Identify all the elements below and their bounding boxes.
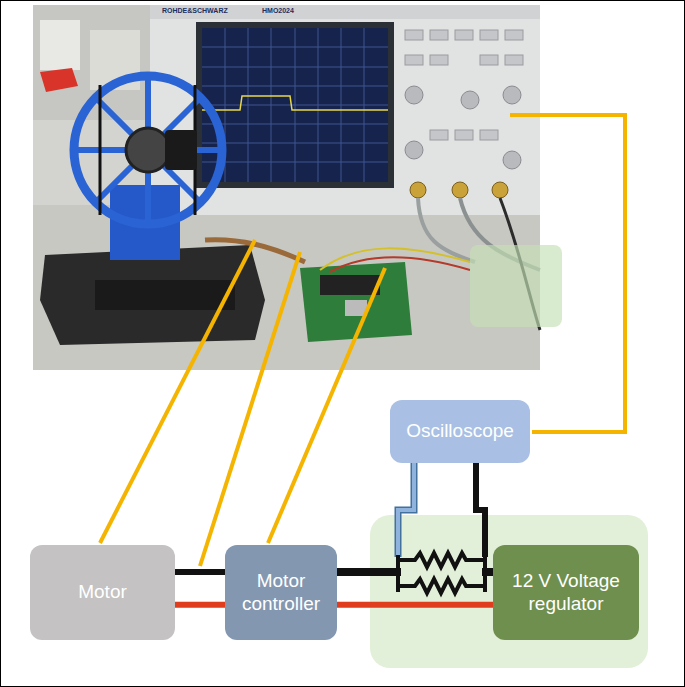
- node-text: 12 V Voltage regulator: [501, 570, 631, 616]
- brand-label: ROHDE&SCHWARZ: [162, 7, 228, 14]
- controller-box: Motor controller: [225, 545, 337, 640]
- model-label: HMO2024: [262, 7, 294, 14]
- power-wire: [337, 602, 493, 608]
- node-text: Oscilloscope: [406, 420, 514, 443]
- measurement-region: [370, 515, 648, 668]
- ground-probe-wire: [476, 463, 485, 557]
- probe-wire: [398, 463, 414, 557]
- node-text: Motor: [78, 581, 127, 604]
- regulator-box: 12 V Voltage regulator: [493, 545, 639, 640]
- motor-box: Motor: [30, 545, 175, 640]
- power-wire: [175, 602, 225, 608]
- node-text: Motor controller: [233, 570, 329, 616]
- resistor-symbol: [398, 553, 485, 593]
- leader-lines: [100, 115, 625, 566]
- instrument-box: Oscilloscope: [390, 400, 530, 463]
- power-wire: [175, 569, 225, 575]
